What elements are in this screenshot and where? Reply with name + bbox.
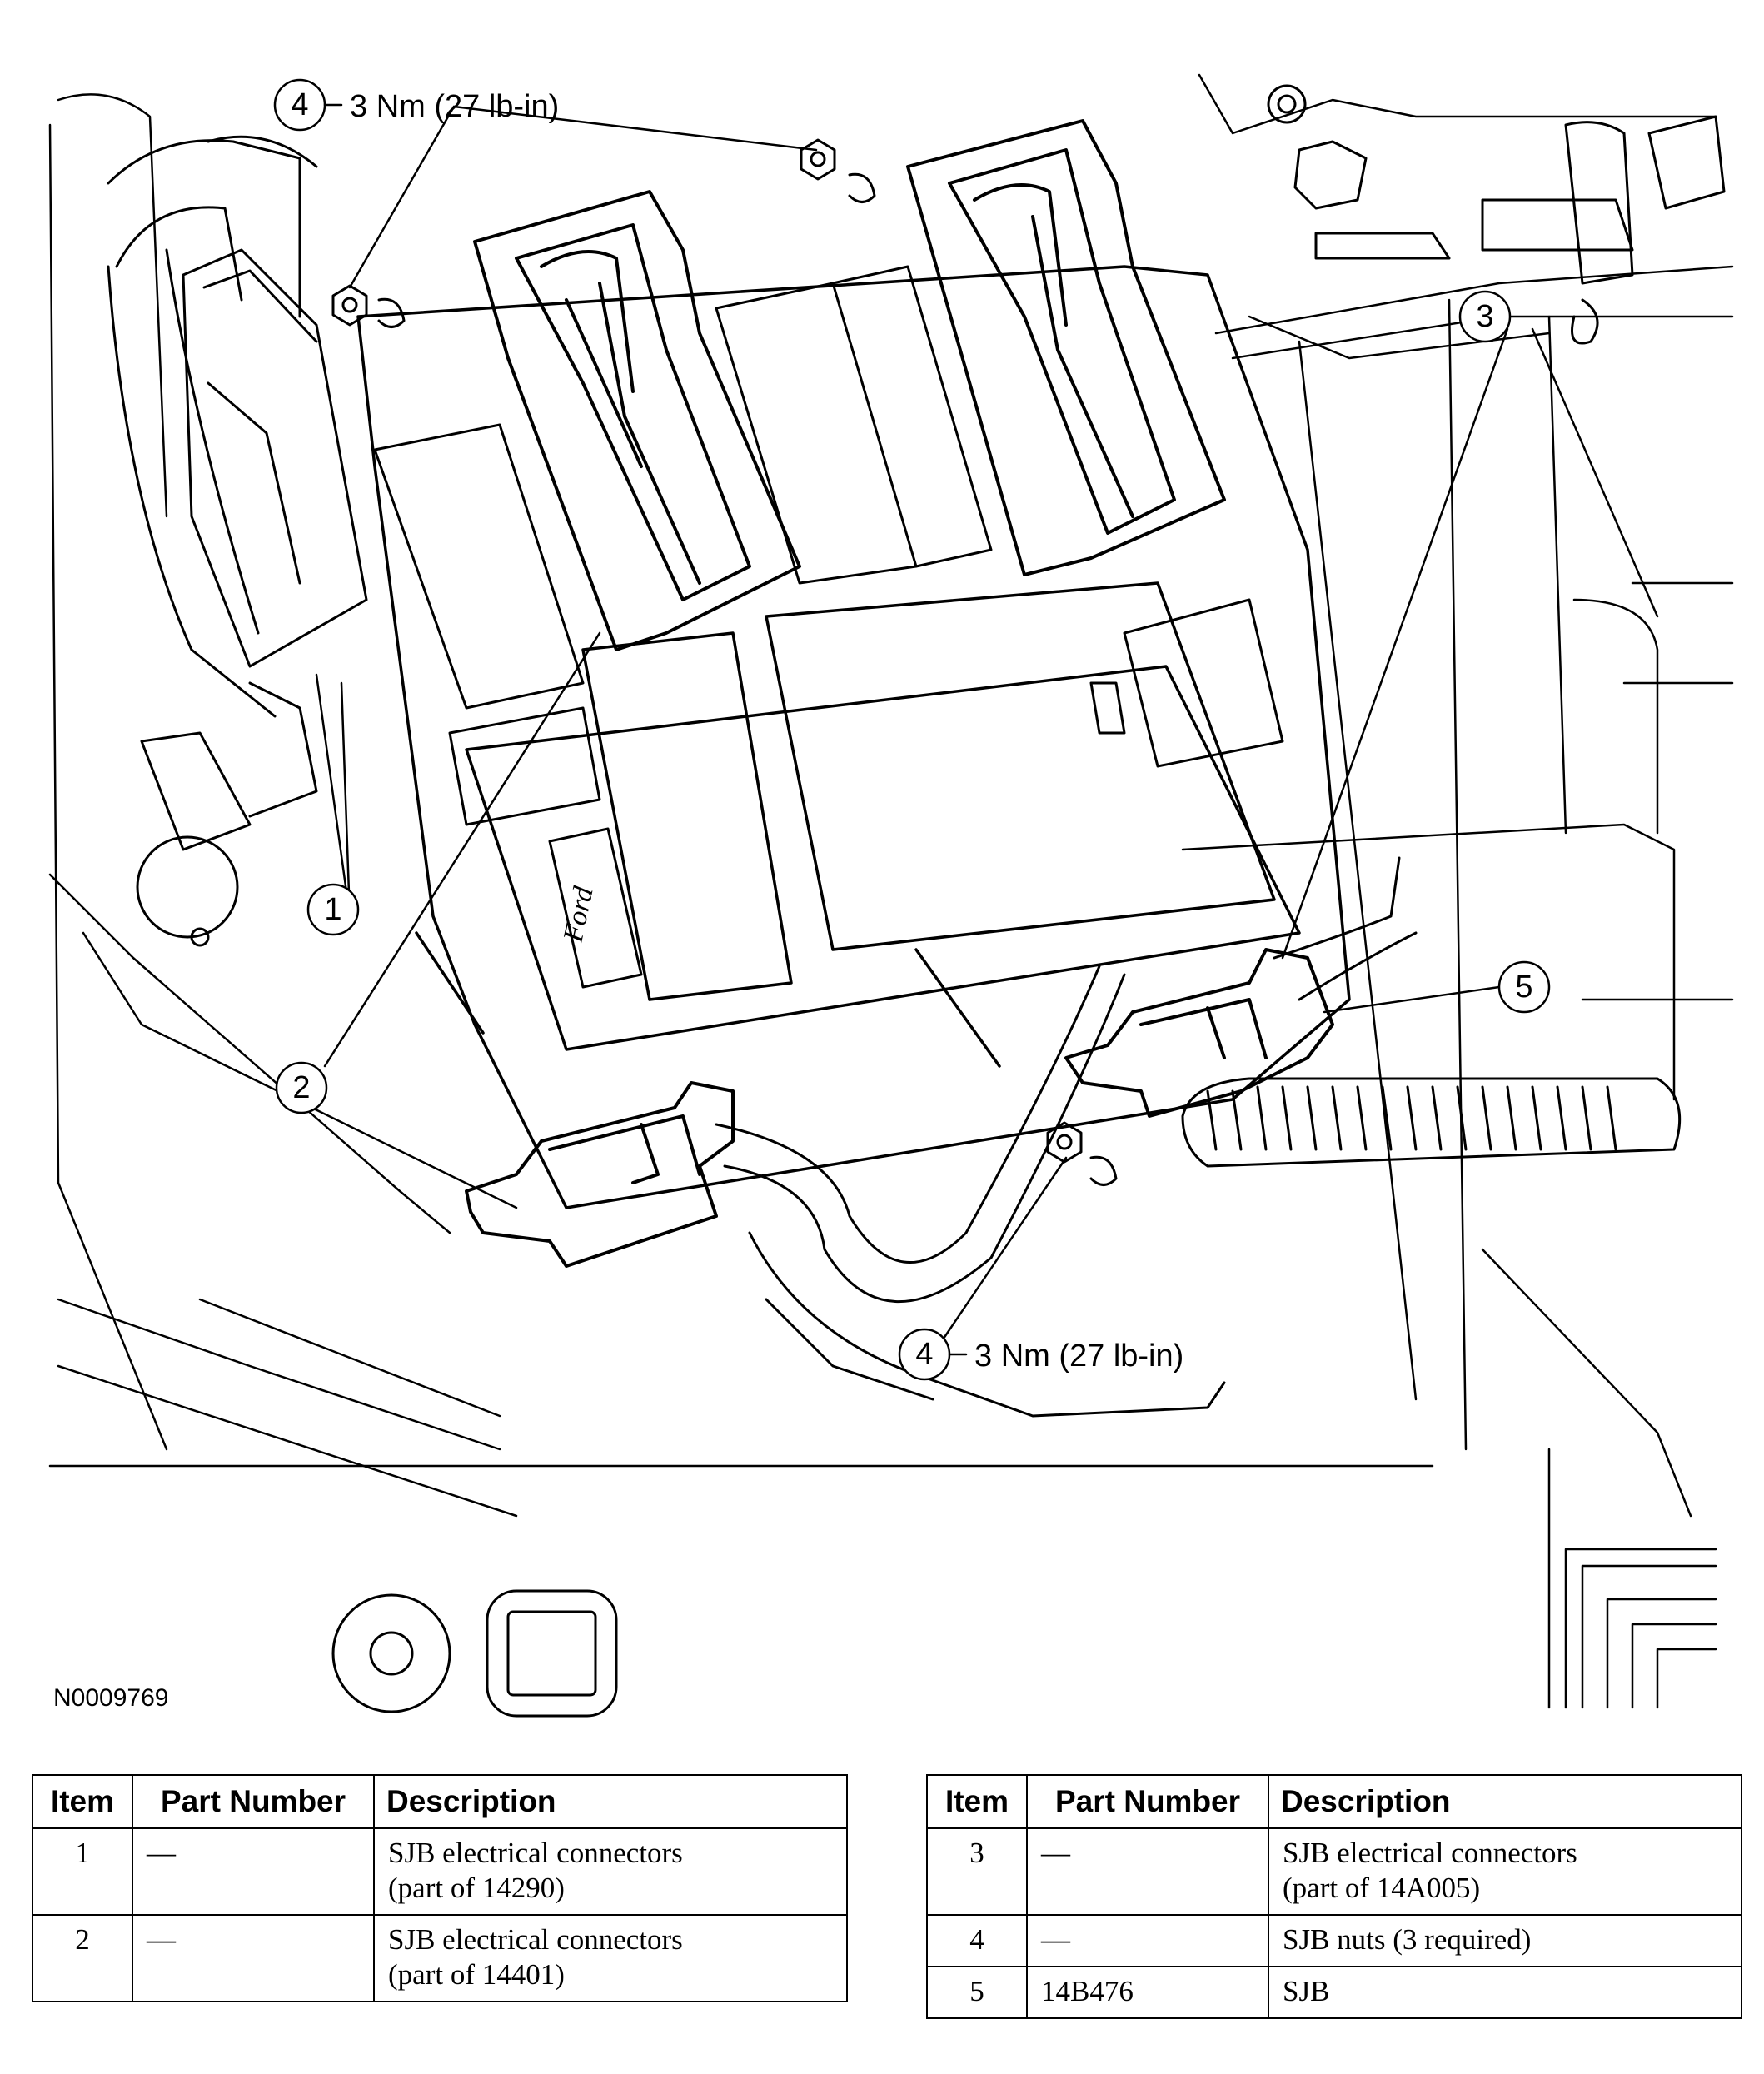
upper-right-brackets bbox=[1267, 84, 1726, 345]
row-description-line1: SJB bbox=[1283, 1975, 1330, 2007]
row-description: SJB electrical connectors (part of 14401… bbox=[373, 1914, 848, 2002]
ford-logo-plate: Ford bbox=[548, 827, 643, 989]
row-description-line2: (part of 14401) bbox=[388, 1958, 565, 1991]
table-row: 1 — SJB electrical connectors (part of 1… bbox=[32, 1827, 848, 1916]
table-row: 5 14B476 SJB bbox=[926, 1966, 1742, 2019]
row-part-number: — bbox=[1026, 1914, 1269, 1967]
row-description-line1: SJB electrical connectors bbox=[388, 1923, 683, 1956]
callout-3-number: 3 bbox=[1476, 299, 1493, 334]
table-row: 3 — SJB electrical connectors (part of 1… bbox=[926, 1827, 1742, 1916]
header-description: Description bbox=[1268, 1774, 1742, 1829]
row-description-line2: (part of 14A005) bbox=[1283, 1872, 1481, 1904]
row-item: 3 bbox=[926, 1827, 1028, 1916]
table-header-row: Item Part Number Description bbox=[32, 1774, 848, 1829]
lower-connector bbox=[465, 1081, 735, 1268]
callout-5: 5 bbox=[1497, 960, 1551, 1014]
parts-table-right: Item Part Number Description 3 — SJB ele… bbox=[926, 1774, 1742, 2019]
header-item: Item bbox=[926, 1774, 1028, 1829]
sjb-body bbox=[356, 265, 1351, 1209]
row-part-number: — bbox=[132, 1827, 375, 1916]
row-description: SJB electrical connectors (part of 14290… bbox=[373, 1827, 848, 1916]
callout-4-bottom: 4 3 Nm (27 lb-in) bbox=[898, 1328, 1183, 1381]
left-connector bbox=[136, 248, 368, 947]
leader-lines bbox=[315, 105, 1659, 1356]
table-header-row: Item Part Number Description bbox=[926, 1774, 1742, 1829]
right-connector bbox=[1064, 948, 1334, 1118]
lower-harness bbox=[715, 856, 1418, 1418]
row-description: SJB bbox=[1268, 1966, 1742, 2019]
row-item: 5 bbox=[926, 1966, 1028, 2019]
callout-4-bottom-torque: 3 Nm (27 lb-in) bbox=[974, 1339, 1183, 1374]
svg-text:Ford: Ford bbox=[557, 883, 599, 945]
nut-upper-center bbox=[800, 138, 836, 181]
nut-upper-left bbox=[331, 284, 368, 327]
row-part-number: — bbox=[1026, 1827, 1269, 1916]
row-item: 2 bbox=[32, 1914, 133, 2002]
callout-1: 1 bbox=[306, 883, 360, 936]
sjb-installation-illustration: Ford bbox=[48, 73, 1734, 1718]
callout-2: 2 bbox=[275, 1061, 328, 1114]
header-part-number: Part Number bbox=[1026, 1774, 1269, 1829]
callout-4-top-number: 4 bbox=[291, 87, 308, 122]
lower-grommets bbox=[331, 1589, 618, 1718]
row-part-number: — bbox=[132, 1914, 375, 2002]
callout-4-top-torque: 3 Nm (27 lb-in) bbox=[350, 89, 559, 124]
row-part-number: 14B476 bbox=[1026, 1966, 1269, 2019]
callout-4-bottom-number: 4 bbox=[915, 1337, 933, 1372]
table-row: 4 — SJB nuts (3 required) bbox=[926, 1914, 1742, 1967]
callout-5-number: 5 bbox=[1515, 970, 1532, 1005]
header-description: Description bbox=[373, 1774, 848, 1829]
header-part-number: Part Number bbox=[132, 1774, 375, 1829]
upper-connector-left bbox=[473, 190, 801, 651]
upper-connector-right bbox=[906, 119, 1226, 576]
row-description: SJB electrical connectors (part of 14A00… bbox=[1268, 1827, 1742, 1916]
callout-2-number: 2 bbox=[292, 1070, 310, 1105]
row-description: SJB nuts (3 required) bbox=[1268, 1914, 1742, 1967]
row-description-line1: SJB nuts (3 required) bbox=[1283, 1923, 1532, 1956]
middle-connector-blocks bbox=[373, 265, 1284, 826]
row-description-line2: (part of 14290) bbox=[388, 1872, 565, 1904]
figure-id: N0009769 bbox=[53, 1684, 169, 1712]
nut-lower bbox=[1046, 1121, 1083, 1164]
callout-3: 3 bbox=[1458, 290, 1512, 343]
ribbed-trim bbox=[1181, 1077, 1682, 1168]
callout-1-number: 1 bbox=[324, 892, 341, 927]
parts-table-left: Item Part Number Description 1 — SJB ele… bbox=[32, 1774, 848, 2002]
row-description-line1: SJB electrical connectors bbox=[1283, 1837, 1577, 1869]
callout-4-top: 4 3 Nm (27 lb-in) bbox=[273, 78, 559, 132]
row-item: 4 bbox=[926, 1914, 1028, 1967]
row-description-line1: SJB electrical connectors bbox=[388, 1837, 683, 1869]
left-harness-bundle bbox=[107, 135, 318, 718]
background-structure bbox=[48, 73, 1734, 1709]
row-item: 1 bbox=[32, 1827, 133, 1916]
table-row: 2 — SJB electrical connectors (part of 1… bbox=[32, 1914, 848, 2002]
sjb-studs bbox=[331, 138, 1118, 1186]
header-item: Item bbox=[32, 1774, 133, 1829]
